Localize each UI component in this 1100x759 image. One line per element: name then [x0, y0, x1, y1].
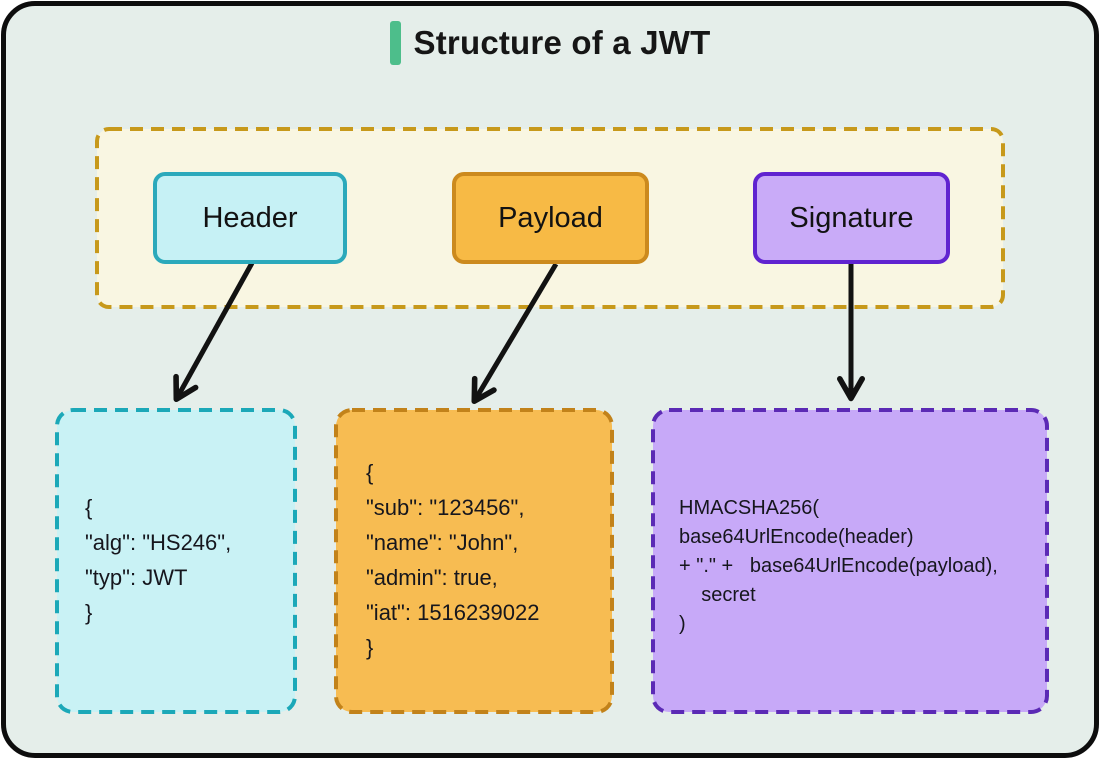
title-accent-bar: [389, 21, 401, 65]
title-row: Structure of a JWT: [0, 21, 1100, 65]
chip-signature: Signature: [753, 172, 950, 264]
chip-signature-label: Signature: [789, 201, 914, 234]
header-json-code: { "alg": "HS246", "typ": JWT }: [85, 495, 232, 625]
chip-header: Header: [153, 172, 347, 264]
chip-payload: Payload: [452, 172, 649, 264]
payload-json-code: { "sub": "123456", "name": "John", "admi…: [366, 460, 540, 660]
signature-formula-code: HMACSHA256( base64UrlEncode(header) + ".…: [679, 497, 998, 635]
chip-payload-label: Payload: [498, 201, 603, 234]
page-title: Structure of a JWT: [413, 24, 711, 61]
chip-header-label: Header: [202, 201, 298, 234]
